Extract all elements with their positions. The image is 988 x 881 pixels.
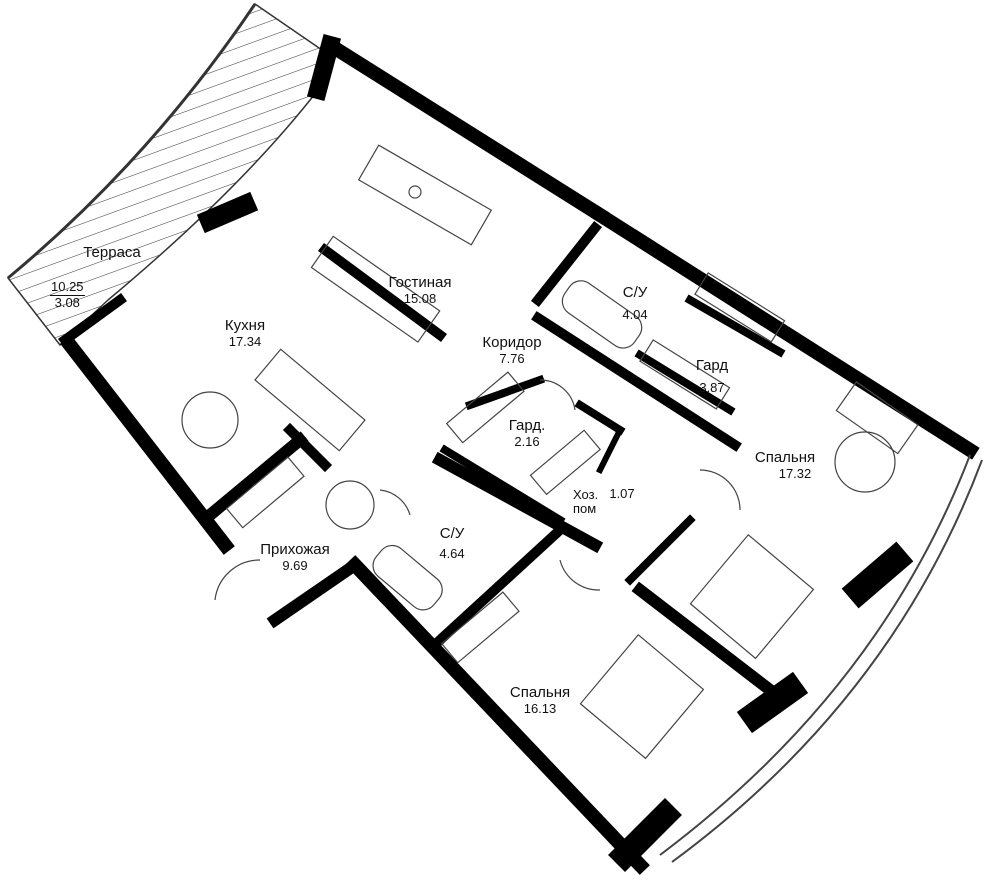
exterior-walls xyxy=(58,33,980,875)
room-label-wardrobe1: Гард 3.87 xyxy=(695,357,729,395)
room-label-utility-area: 1.07 xyxy=(609,486,635,501)
room-label-bedroom2: Спальня 16.13 xyxy=(509,684,571,716)
window-facade xyxy=(659,454,983,863)
room-label-kitchen: Кухня 17.34 xyxy=(224,317,266,349)
furniture xyxy=(181,144,919,760)
room-label-bath2: С/У 4.64 xyxy=(439,525,465,561)
room-label-bedroom1: Спальня 17.32 xyxy=(754,449,816,481)
terrace-area xyxy=(6,2,323,347)
terrace-area-label: 10.25 3.08 xyxy=(50,279,85,310)
room-label-bath1: С/У 4.04 xyxy=(622,284,648,322)
room-label-living: Гостиная 15.08 xyxy=(388,274,452,306)
room-label-utility: Хоз. пом xyxy=(573,487,599,517)
room-label-terrace: Терраса xyxy=(83,244,141,261)
interior-walls xyxy=(201,220,786,699)
room-label-corridor: Коридор 7.76 xyxy=(482,334,542,366)
room-label-hallway: Прихожая 9.69 xyxy=(260,541,330,573)
room-label-wardrobe2: Гард. 2.16 xyxy=(508,417,546,449)
